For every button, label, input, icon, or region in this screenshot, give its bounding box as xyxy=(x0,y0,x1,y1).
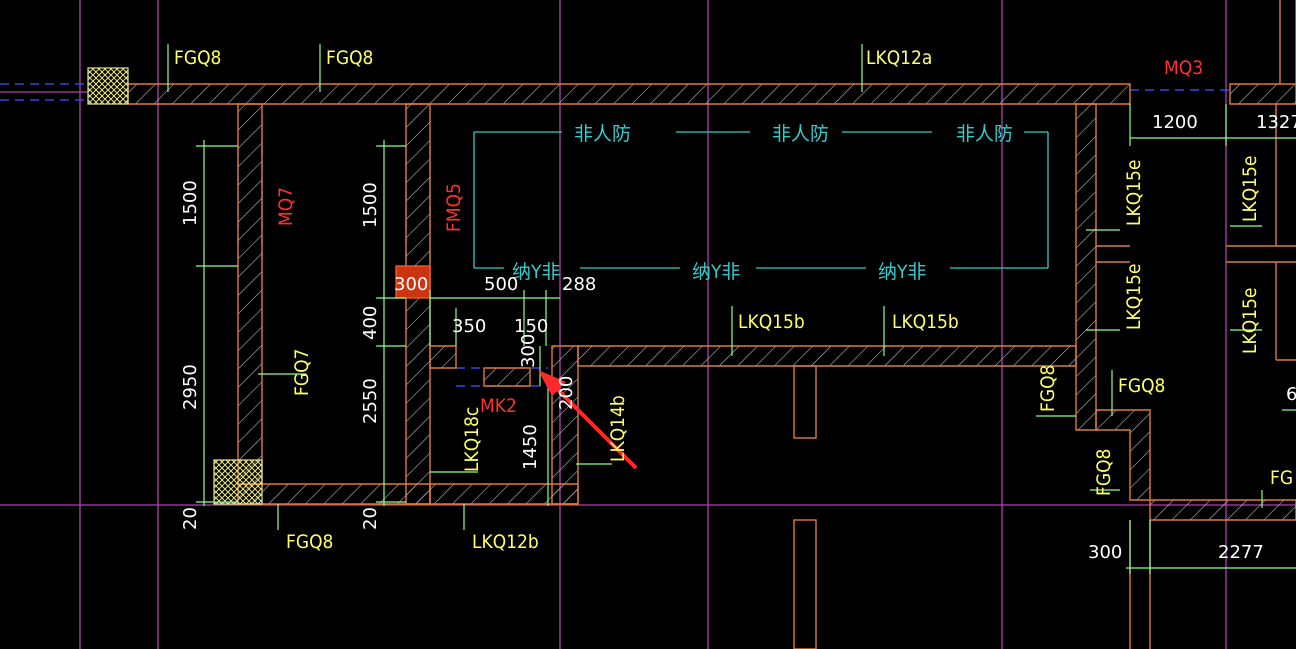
dimension-text[interactable]: 300 xyxy=(394,274,428,295)
wall-label-lkq15b[interactable]: LKQ15b xyxy=(738,311,805,333)
wall-middle-horizontal xyxy=(577,345,1077,367)
door-label-mq3[interactable]: MQ3 xyxy=(1164,57,1203,79)
wall-left-room-bottom xyxy=(237,483,431,505)
wall-label-fgq8[interactable]: FGQ8 xyxy=(326,47,373,69)
red-arrow xyxy=(538,370,638,470)
wall-top-right xyxy=(1229,83,1296,105)
wall-top xyxy=(127,83,1131,105)
wall-label-fgq8[interactable]: FGQ8 xyxy=(1093,449,1115,496)
zone-label-included[interactable]: 纳Y非 xyxy=(512,261,560,283)
dimension-text[interactable]: 1500 xyxy=(360,182,381,228)
hatched-walls xyxy=(127,83,1296,521)
dimension-text[interactable]: 288 xyxy=(562,274,596,295)
dimension-text[interactable]: 6 xyxy=(1286,384,1296,405)
dimension-text[interactable]: 300 xyxy=(518,334,539,368)
columns xyxy=(87,67,431,505)
wall-label-lkq18c[interactable]: LKQ18c xyxy=(461,407,483,472)
wall-small-room-stub xyxy=(483,367,531,387)
dimension-text[interactable]: 1500 xyxy=(180,180,201,226)
dimension-text[interactable]: 20 xyxy=(360,507,381,530)
zone-boundary xyxy=(473,131,1049,269)
wall-label-fg-partial[interactable]: FG xyxy=(1270,467,1293,489)
wall-label-lkq15b[interactable]: LKQ15b xyxy=(892,311,959,333)
wall-label-lkq12a[interactable]: LKQ12a xyxy=(866,47,932,69)
zone-labels: 非人防 非人防 非人防 纳Y非 纳Y非 纳Y非 xyxy=(512,123,1013,283)
dimension-text[interactable]: 200 xyxy=(556,376,577,410)
zone-label-non-civil-defense[interactable]: 非人防 xyxy=(574,123,631,145)
dimension-text[interactable]: 400 xyxy=(360,306,381,340)
column-bottom-left xyxy=(213,459,263,505)
wall-label-lkq15e[interactable]: LKQ15e xyxy=(1239,156,1261,222)
dimension-text[interactable]: 1200 xyxy=(1152,112,1198,133)
wall-small-room-top-left xyxy=(429,345,457,369)
wall-small-room-bottom xyxy=(429,483,579,505)
zone-label-non-civil-defense[interactable]: 非人防 xyxy=(956,123,1013,145)
wall-label-fgq8[interactable]: FGQ8 xyxy=(1118,375,1165,397)
wall-left-room-right xyxy=(405,103,431,505)
wall-label-fgq8[interactable]: FGQ8 xyxy=(1037,365,1059,412)
dimension-text[interactable]: 2950 xyxy=(180,364,201,410)
wall-label-lkq15e[interactable]: LKQ15e xyxy=(1123,264,1145,330)
dimension-texts: 1500 2950 20 1500 300 400 2550 20 500 28… xyxy=(180,112,1296,563)
dimension-text[interactable]: 2277 xyxy=(1218,542,1264,563)
wall-label-lkq15e[interactable]: LKQ15e xyxy=(1123,160,1145,226)
dimension-text[interactable]: 500 xyxy=(484,274,518,295)
dimension-lines xyxy=(167,44,1296,574)
zone-label-included[interactable]: 纳Y非 xyxy=(692,261,740,283)
dimension-text[interactable]: 2550 xyxy=(360,378,381,424)
dimension-text[interactable]: 300 xyxy=(1088,542,1122,563)
wall-right-lower xyxy=(1095,409,1296,521)
dimension-text[interactable]: 1327 xyxy=(1256,112,1296,133)
dimension-text[interactable]: 350 xyxy=(452,316,486,337)
dimension-text[interactable]: 150 xyxy=(514,316,548,337)
dimension-text[interactable]: 1450 xyxy=(520,424,541,470)
door-label-fmq5[interactable]: FMQ5 xyxy=(443,183,465,232)
wall-label-fgq7[interactable]: FGQ7 xyxy=(291,349,313,396)
wall-label-fgq8[interactable]: FGQ8 xyxy=(286,531,333,553)
wall-small-room-right xyxy=(551,345,579,505)
zone-label-non-civil-defense[interactable]: 非人防 xyxy=(772,123,829,145)
wall-label-lkq12b[interactable]: LKQ12b xyxy=(472,531,539,553)
zone-label-included[interactable]: 纳Y非 xyxy=(878,261,926,283)
door-label-mq7[interactable]: MQ7 xyxy=(275,187,297,226)
column-red xyxy=(395,265,431,299)
wall-label-lkq14b[interactable]: LKQ14b xyxy=(607,395,629,462)
wall-labels: FGQ8 FGQ8 LKQ12a FGQ7 FGQ8 LKQ12b LKQ18c… xyxy=(174,47,1293,553)
dimension-text[interactable]: 20 xyxy=(180,507,201,530)
wall-label-fgq8[interactable]: FGQ8 xyxy=(174,47,221,69)
wall-left-room-left xyxy=(237,103,263,485)
door-labels: MQ7 FMQ5 MK2 MQ3 xyxy=(275,57,1203,417)
wall-right-vertical xyxy=(1075,103,1097,431)
column-top-left xyxy=(87,67,129,105)
wall-label-lkq15e[interactable]: LKQ15e xyxy=(1239,288,1261,354)
door-label-mk2[interactable]: MK2 xyxy=(480,395,517,417)
